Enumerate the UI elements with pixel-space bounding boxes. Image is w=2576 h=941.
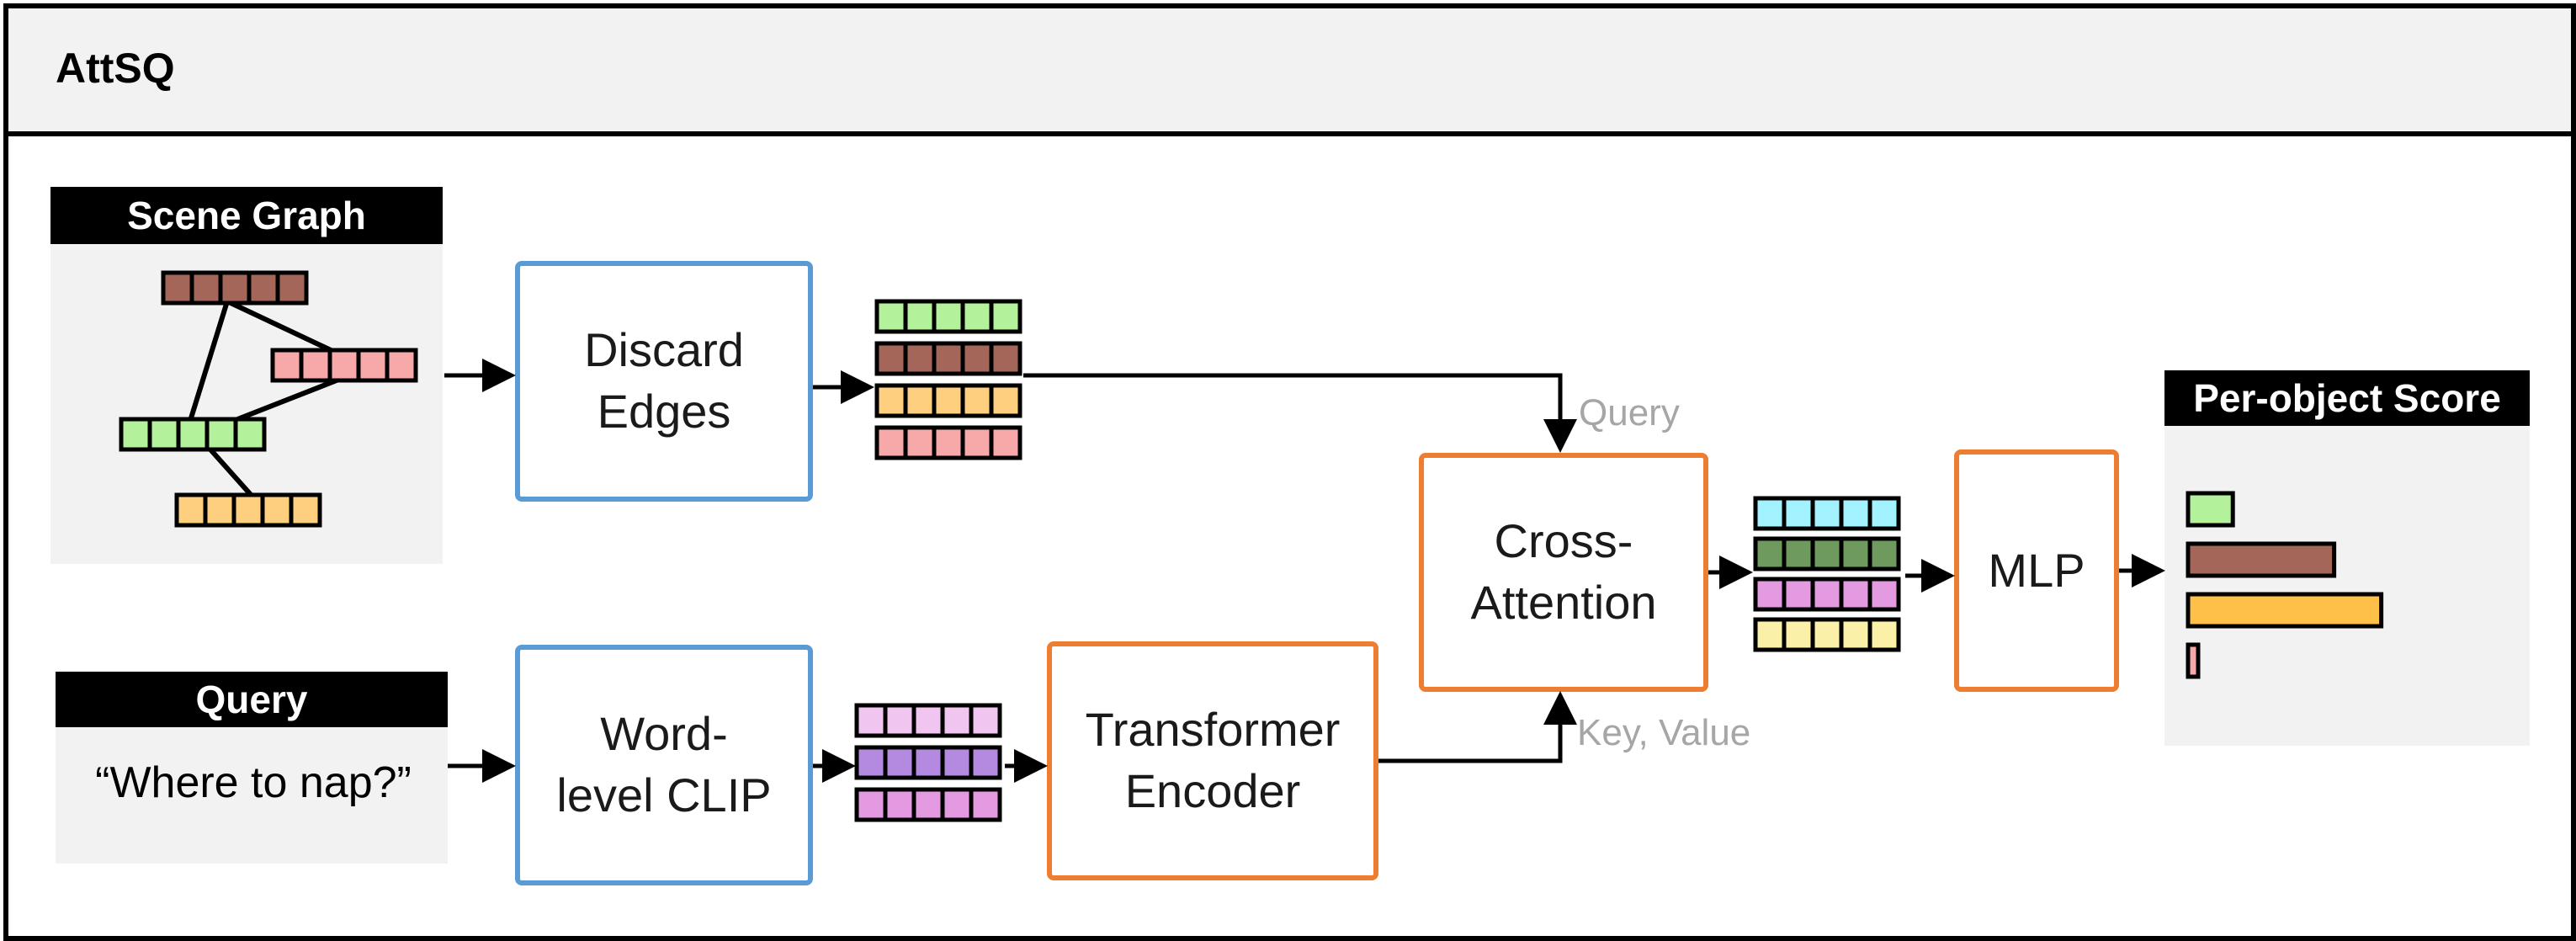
- attended-token-2: [1753, 536, 1901, 572]
- score-bar-2: [2186, 541, 2337, 578]
- word-token-1: [854, 703, 1002, 738]
- score-bar-4: [2186, 642, 2201, 679]
- graph-edge-brown-green: [188, 300, 230, 422]
- transformer-encoder-line1: Transformer: [1085, 703, 1341, 757]
- key-value-annotation: Key, Value: [1577, 712, 1751, 753]
- scene-graph-label: Scene Graph: [50, 187, 443, 244]
- graph-edge-green-yellow: [208, 448, 255, 498]
- node-token-yellow: [874, 383, 1022, 418]
- node-token-green: [874, 299, 1022, 334]
- query-annotation: Query: [1579, 392, 1680, 433]
- word-level-clip-box: Word- level CLIP: [515, 645, 813, 885]
- mlp-box: MLP: [1954, 449, 2119, 692]
- token-strips: [119, 270, 1901, 822]
- graph-node-brown: [161, 270, 309, 306]
- word-level-clip-line1: Word-: [600, 707, 728, 761]
- score-panel-label: Per-object Score: [2164, 370, 2530, 426]
- graph-node-green: [119, 417, 267, 452]
- mlp-label: MLP: [1988, 543, 2085, 597]
- scene-graph-edges: [188, 299, 347, 498]
- graph-edge-brown-pink: [226, 299, 347, 359]
- discard-edges-box: Discard Edges: [515, 261, 813, 502]
- attended-token-4: [1753, 617, 1901, 652]
- attended-token-1: [1753, 496, 1901, 531]
- attended-token-3: [1753, 577, 1901, 612]
- graph-node-pink: [270, 348, 418, 383]
- word-token-2: [854, 745, 1002, 780]
- word-level-clip-line2: level CLIP: [556, 768, 772, 821]
- word-token-3: [854, 787, 1002, 822]
- diagram-connectors: [444, 359, 2165, 783]
- score-bars: [2186, 491, 2384, 679]
- connector-transformer-to-cross-kv: [1378, 691, 1577, 763]
- cross-attention-line2: Attention: [1470, 576, 1657, 629]
- connector-tokens-to-cross-query: [1023, 373, 1577, 453]
- score-bar-3: [2186, 592, 2384, 629]
- graph-node-yellow: [174, 492, 322, 528]
- cross-attention-box: Cross- Attention: [1419, 453, 1708, 692]
- node-token-pink: [874, 425, 1022, 460]
- diagram-title: AttSQ: [56, 45, 175, 92]
- discard-edges-line2: Edges: [597, 385, 731, 438]
- score-bar-1: [2186, 491, 2235, 528]
- transformer-encoder-box: Transformer Encoder: [1047, 641, 1378, 880]
- transformer-encoder-line2: Encoder: [1124, 764, 1301, 817]
- node-token-brown: [874, 341, 1022, 376]
- cross-attention-line1: Cross-: [1494, 514, 1633, 568]
- query-label: Query: [56, 672, 448, 727]
- header-bar: AttSQ: [8, 8, 2571, 136]
- discard-edges-line1: Discard: [584, 323, 744, 377]
- query-text: “Where to nap?”: [95, 758, 412, 807]
